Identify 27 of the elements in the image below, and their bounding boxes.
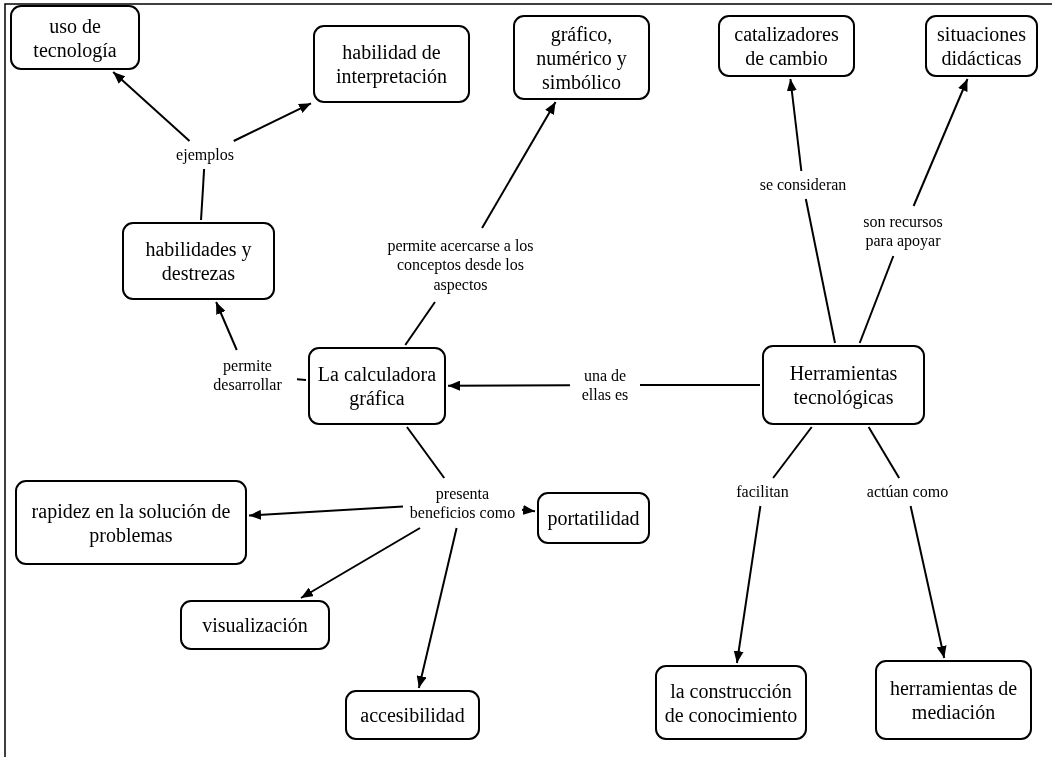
concept-box: herramientas de mediación: [875, 660, 1032, 740]
connector-arrow: [215, 301, 238, 351]
connector-arrow: [912, 78, 969, 207]
concept-box: Herramientas tecnológicas: [762, 345, 925, 425]
concept-box: uso de tecnología: [10, 5, 140, 70]
connector-arrow: [481, 101, 557, 229]
connector-arrow: [416, 527, 458, 689]
concept-box: la construcción de conocimiento: [655, 665, 807, 740]
connector-arrow: [521, 504, 536, 515]
connector-arrow: [232, 102, 312, 142]
concept-box: La calculadora gráfica: [308, 347, 446, 425]
connector-arrow: [248, 505, 404, 520]
concept-box: accesibilidad: [345, 690, 480, 740]
concept-box: situaciones didácticas: [925, 15, 1038, 77]
connector-arrow: [733, 505, 762, 664]
concept-box: habilidad de interpretación: [313, 25, 470, 103]
concept-box: visualización: [180, 600, 330, 650]
connector-arrow: [909, 505, 947, 659]
connector-arrow: [112, 71, 191, 142]
connector-arrow: [447, 380, 571, 391]
concept-box: rapidez en la solución de problemas: [15, 480, 247, 565]
concept-box: catalizadores de cambio: [718, 15, 855, 77]
connector-arrow: [786, 78, 803, 172]
connector-arrow: [299, 527, 421, 599]
concept-box: habilidades y destrezas: [122, 222, 275, 300]
concept-box: portatilidad: [537, 492, 650, 544]
concept-box: gráfico, numérico y simbólico: [513, 15, 650, 100]
